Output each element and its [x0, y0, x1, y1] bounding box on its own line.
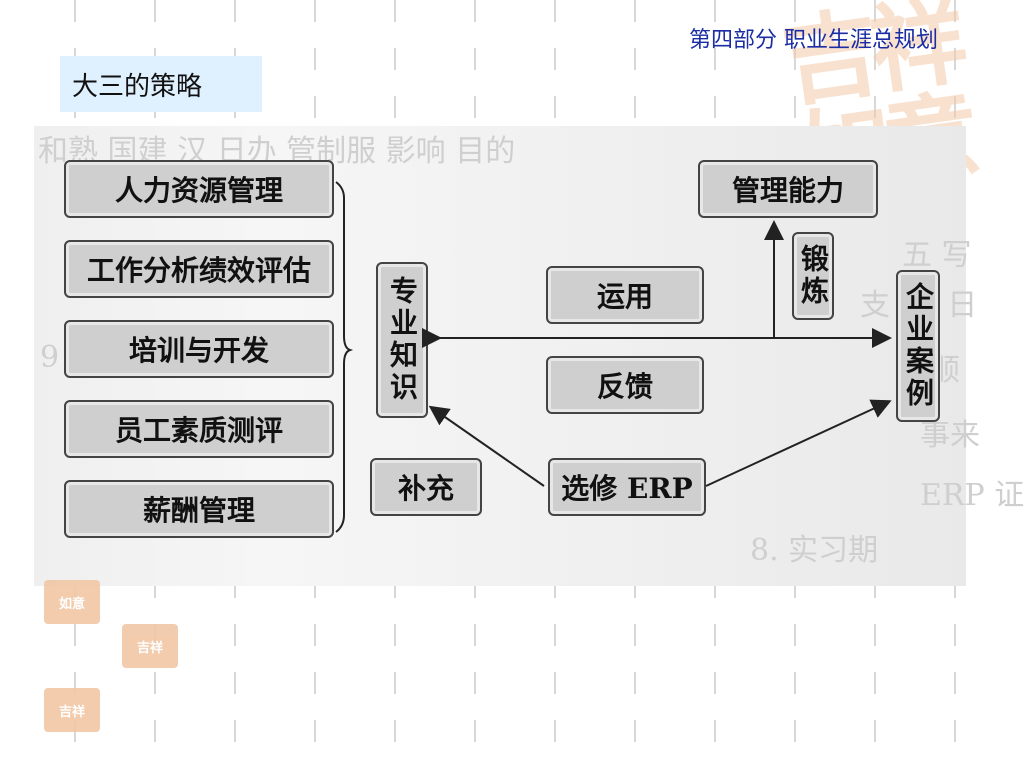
elective-box: 选修 ERP: [548, 458, 706, 516]
management-box: 管理能力: [698, 160, 878, 218]
left-item-box: 培训与开发: [64, 320, 334, 378]
cases-box: 企业案例: [896, 270, 940, 422]
left-item-box: 人力资源管理: [64, 160, 334, 218]
left-item-box: 员工素质测评: [64, 400, 334, 458]
left-brace: [335, 181, 354, 533]
left-item-box: 工作分析绩效评估: [64, 240, 334, 298]
slide-title: 大三的策略: [60, 56, 262, 112]
feedback-box: 反馈: [546, 356, 704, 414]
apply-box: 运用: [546, 266, 704, 324]
left-item-box: 薪酬管理: [64, 480, 334, 538]
section-title: 第四部分 职业生涯总规划: [689, 28, 938, 53]
arrow-to-cases: [705, 399, 892, 487]
small-seal-mark: 如意: [44, 580, 100, 624]
supplement-box: 补充: [370, 458, 482, 516]
practice-box: 锻炼: [792, 232, 834, 320]
small-seal-mark: 吉祥: [44, 688, 100, 732]
small-seal-mark: 吉祥: [122, 624, 178, 668]
arrow-to-knowledge: [428, 405, 545, 487]
